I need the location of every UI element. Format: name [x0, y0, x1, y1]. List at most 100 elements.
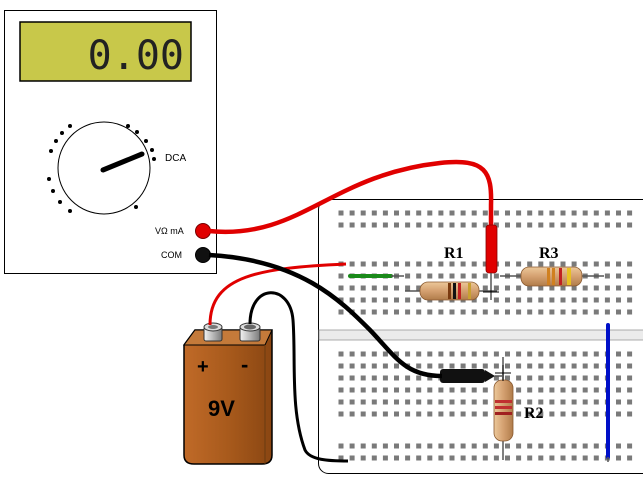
- breadboard-hole: [460, 411, 466, 417]
- breadboard-hole: [549, 351, 555, 357]
- breadboard-hole: [482, 455, 488, 461]
- breadboard-hole: [427, 222, 433, 228]
- resistor-r1[interactable]: [405, 281, 497, 301]
- resistor-r1-label: R1: [444, 245, 464, 262]
- breadboard-hole: [482, 297, 488, 303]
- breadboard-hole: [394, 455, 399, 461]
- breadboard-hole: [582, 411, 588, 417]
- black-test-lead[interactable]: [208, 252, 443, 379]
- breadboard-hole: [549, 261, 555, 267]
- breadboard-hole: [371, 297, 377, 303]
- breadboard-hole: [371, 351, 377, 357]
- breadboard-hole: [349, 411, 355, 417]
- breadboard-hole: [416, 222, 422, 228]
- breadboard-hole: [405, 285, 411, 291]
- breadboard-hole: [382, 351, 388, 357]
- breadboard-hole: [516, 363, 522, 369]
- breadboard-hole: [549, 309, 555, 315]
- battery-9v[interactable]: [183, 322, 273, 465]
- breadboard-hole: [416, 351, 422, 357]
- breadboard-hole: [571, 285, 577, 291]
- breadboard-hole: [338, 222, 344, 228]
- breadboard-hole: [382, 309, 388, 315]
- breadboard-hole: [616, 210, 621, 216]
- breadboard-hole: [560, 309, 566, 315]
- breadboard-hole: [527, 455, 533, 461]
- breadboard-hole: [516, 387, 522, 393]
- breadboard-hole: [405, 309, 411, 315]
- breadboard-hole: [460, 443, 466, 449]
- breadboard-hole: [394, 261, 399, 267]
- breadboard-hole: [616, 399, 621, 405]
- resistor-r2[interactable]: [493, 357, 514, 460]
- breadboard-hole: [571, 375, 577, 381]
- battery-terminal-positive[interactable]: [203, 322, 223, 342]
- breadboard-hole: [338, 455, 344, 461]
- black-probe-tip[interactable]: [440, 369, 502, 383]
- breadboard-hole: [360, 387, 366, 393]
- breadboard-hole: [616, 455, 621, 461]
- breadboard-hole: [394, 297, 399, 303]
- breadboard-hole: [394, 387, 399, 393]
- breadboard-hole: [438, 222, 444, 228]
- battery-positive-wire[interactable]: [208, 262, 347, 326]
- breadboard-hole: [460, 222, 466, 228]
- breadboard-hole: [449, 363, 455, 369]
- breadboard-hole: [382, 297, 388, 303]
- breadboard-hole: [571, 261, 577, 267]
- breadboard-hole: [482, 351, 488, 357]
- breadboard-hole: [371, 399, 377, 405]
- breadboard-hole: [482, 387, 488, 393]
- breadboard-hole: [516, 375, 522, 381]
- breadboard-hole: [538, 375, 544, 381]
- breadboard-hole: [549, 387, 555, 393]
- breadboard-hole: [582, 351, 588, 357]
- breadboard-hole: [416, 285, 422, 291]
- breadboard-hole: [405, 351, 411, 357]
- breadboard-hole: [505, 309, 510, 315]
- breadboard-hole: [338, 399, 344, 405]
- breadboard-hole: [604, 222, 610, 228]
- breadboard-hole: [338, 273, 344, 279]
- probe-contact-markers: [483, 284, 511, 381]
- resistor-r3[interactable]: [500, 266, 604, 287]
- breadboard-hole: [360, 297, 366, 303]
- breadboard-hole: [427, 210, 433, 216]
- breadboard-hole: [549, 222, 555, 228]
- battery-terminal-negative[interactable]: [239, 322, 261, 342]
- breadboard-hole: [471, 399, 477, 405]
- breadboard-hole: [438, 363, 444, 369]
- breadboard-hole: [627, 375, 633, 381]
- red-probe-tip[interactable]: [485, 224, 498, 274]
- battery-negative-wire[interactable]: [248, 291, 349, 463]
- breadboard-hole: [349, 443, 355, 449]
- breadboard-hole: [338, 210, 344, 216]
- jack-com[interactable]: [195, 247, 211, 263]
- breadboard-hole: [505, 363, 510, 369]
- breadboard-hole: [471, 297, 477, 303]
- breadboard-hole: [571, 399, 577, 405]
- breadboard-hole: [582, 297, 588, 303]
- breadboard-hole: [493, 285, 499, 291]
- breadboard-hole: [338, 285, 344, 291]
- breadboard-hole: [360, 261, 366, 267]
- breadboard-hole: [371, 210, 377, 216]
- breadboard-hole: [527, 375, 533, 381]
- breadboard-hole: [593, 297, 599, 303]
- breadboard-hole: [538, 351, 544, 357]
- breadboard-hole: [627, 399, 633, 405]
- breadboard-hole: [560, 222, 566, 228]
- breadboard-hole: [505, 285, 510, 291]
- breadboard-hole: [571, 363, 577, 369]
- breadboard-hole: [593, 222, 599, 228]
- breadboard-hole: [371, 455, 377, 461]
- breadboard: [318, 199, 643, 474]
- breadboard-hole: [394, 309, 399, 315]
- breadboard-hole: [549, 363, 555, 369]
- breadboard-hole: [482, 285, 488, 291]
- breadboard-hole: [405, 210, 411, 216]
- jack-vohm[interactable]: [195, 223, 211, 239]
- red-test-lead[interactable]: [208, 159, 494, 272]
- breadboard-hole: [449, 210, 455, 216]
- breadboard-hole: [560, 399, 566, 405]
